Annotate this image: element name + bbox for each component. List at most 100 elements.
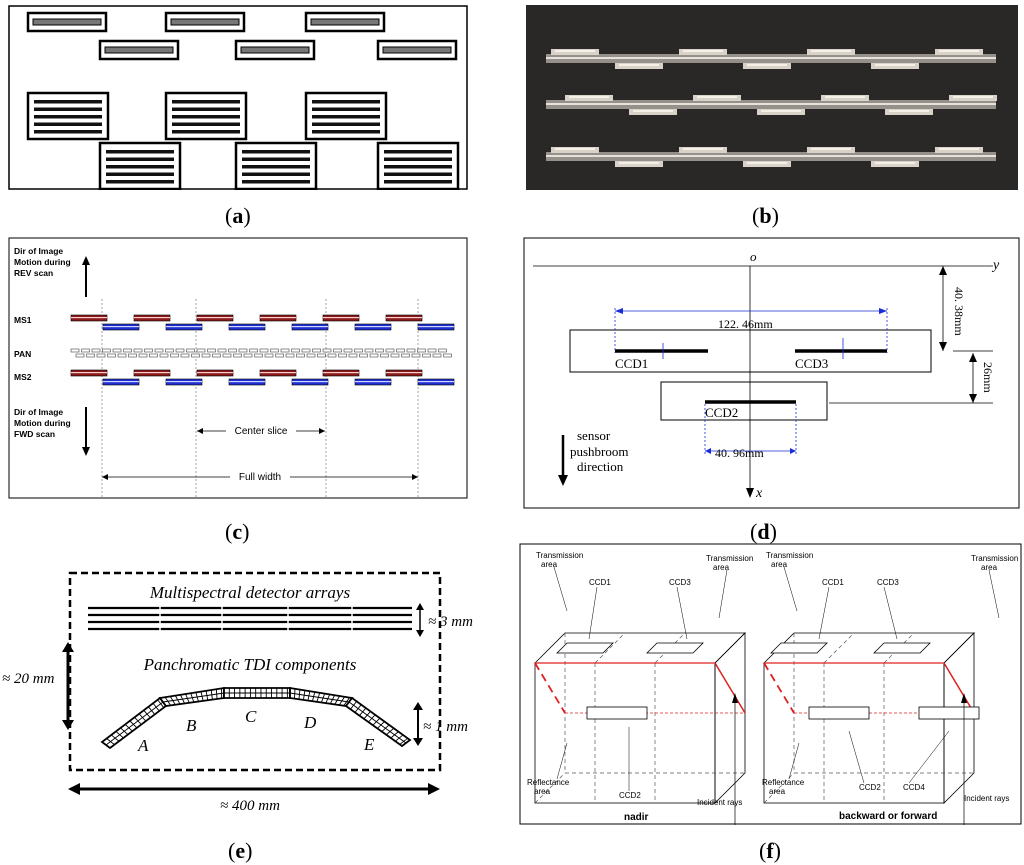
ms-detector-stripe2 [103,381,139,383]
pan-cell-top [291,348,300,353]
prism-side [714,632,746,804]
prism-divider-top [594,632,626,664]
ms-detector-stripe2 [355,381,391,383]
caption-c: (c) [225,519,250,544]
ms-detector-stripe2 [292,326,328,328]
pan-cell-top [270,348,279,353]
pan-cell-bottom [75,353,85,358]
single-detector-line [240,46,310,54]
pan-cell-top [312,348,321,353]
pan-cell-bottom [359,353,368,358]
chip-shine [555,148,595,150]
single-detector-line [382,46,452,54]
hidden-edge [763,772,795,804]
pan-cell-bottom [264,353,274,358]
strip-highlight [546,57,996,59]
ms-detector-stripe [71,317,107,319]
ms-detector-stripe [197,372,233,374]
pan-cell-bottom [369,353,379,358]
single-detector-line [310,18,380,26]
chip-shine [619,162,659,164]
bottom-ccd-box [660,381,828,421]
chip-shine [939,50,979,52]
x-axis-label: x [755,486,763,501]
ccd-top [646,642,704,654]
panel-a-diagram [8,5,468,191]
f-refl-1b: area [534,787,551,796]
pan-cell-bottom [96,353,106,358]
hidden-edge [534,772,566,804]
pan-cell-top [280,348,290,353]
pan-cell-bottom [317,353,326,358]
prism-side [943,632,975,804]
pan-cell-bottom [222,353,232,358]
leader-line [988,569,1000,619]
pan-cell-top [165,348,174,353]
chip-shine [889,110,929,112]
f-ccd2-l: CCD2 [619,791,641,800]
bf-label: backward or forward [839,811,937,822]
leader-line [908,730,950,784]
sensor-label-3: direction [577,459,624,474]
multi-line-detectors [26,91,460,191]
ms2-label: MS2 [14,372,32,382]
f-incident-r: Incident rays [964,794,1009,803]
multi-detector-line [242,150,310,154]
chip-shine [747,64,787,66]
panel-c: Dir of Image Motion during REV scan MS1 … [8,237,468,499]
pan-cell-top [417,348,426,353]
pan-tdi-components [100,686,412,750]
multi-detector-line [172,115,240,119]
bf-prism [763,566,1000,843]
ms-detector-stripe [323,317,359,319]
ccd-mid [918,706,980,720]
dim-3mm: ≈ 3 mm [428,614,473,630]
pan-cell-top [238,348,248,353]
ms-detector-stripe [323,372,359,374]
pan-cell-bottom [390,353,400,358]
origin-label: o [750,249,757,264]
rev-label-2: Motion during [14,257,71,267]
pan-cell-bottom [348,353,358,358]
pan-array [70,348,452,358]
multi-detector-line [106,150,174,154]
pan-cell-top [343,348,353,353]
f-trans-2b: area [713,563,730,572]
tdi-hatch-long [289,692,350,703]
red-diagonal [714,662,746,714]
f-ccd4-r: CCD4 [903,783,925,792]
pan-cell-bottom [401,353,410,358]
panel-d-diagram: o y x CCD1 CCD3 CCD2 122. 46mm 40. 9 [523,237,1020,509]
ccd-mid [808,706,870,720]
label-e: E [363,735,375,754]
ms-detector-stripe [134,317,170,319]
label-a: A [137,736,149,755]
panel-e: Multispectral detector arrays ≈ 3 mm Pan… [0,548,490,814]
red-diagonal [943,662,975,714]
f-trans-4a: Transmission [971,554,1018,563]
ccd-top [770,642,828,654]
leader-line [883,586,898,640]
ccd-top [556,642,614,654]
chip-shine [811,50,851,52]
panel-f: Transmission area CCD1 CCD3 Transmission… [519,543,1022,843]
multi-detector-line [242,165,310,169]
pan-cell-bottom [443,353,452,358]
ms-detector-stripe [71,372,107,374]
pan-cell-bottom [170,353,179,358]
pan-cell-top [259,348,269,353]
multi-detector-line [312,100,380,104]
pan-cell-top [354,348,363,353]
full-width-label: Full width [239,472,281,483]
rev-label-3: REV scan [14,268,53,278]
tdi-hatch-long [105,701,164,746]
multi-detector-line [172,122,240,126]
multi-detector-line [384,150,452,154]
pan-cell-bottom [306,353,316,358]
ccd-top [873,642,931,654]
f-ccd1-l: CCD1 [589,578,611,587]
pan-cell-top [196,348,206,353]
multi-detector-line [384,172,452,176]
leader-line [553,566,568,612]
chip-shine [939,148,979,150]
